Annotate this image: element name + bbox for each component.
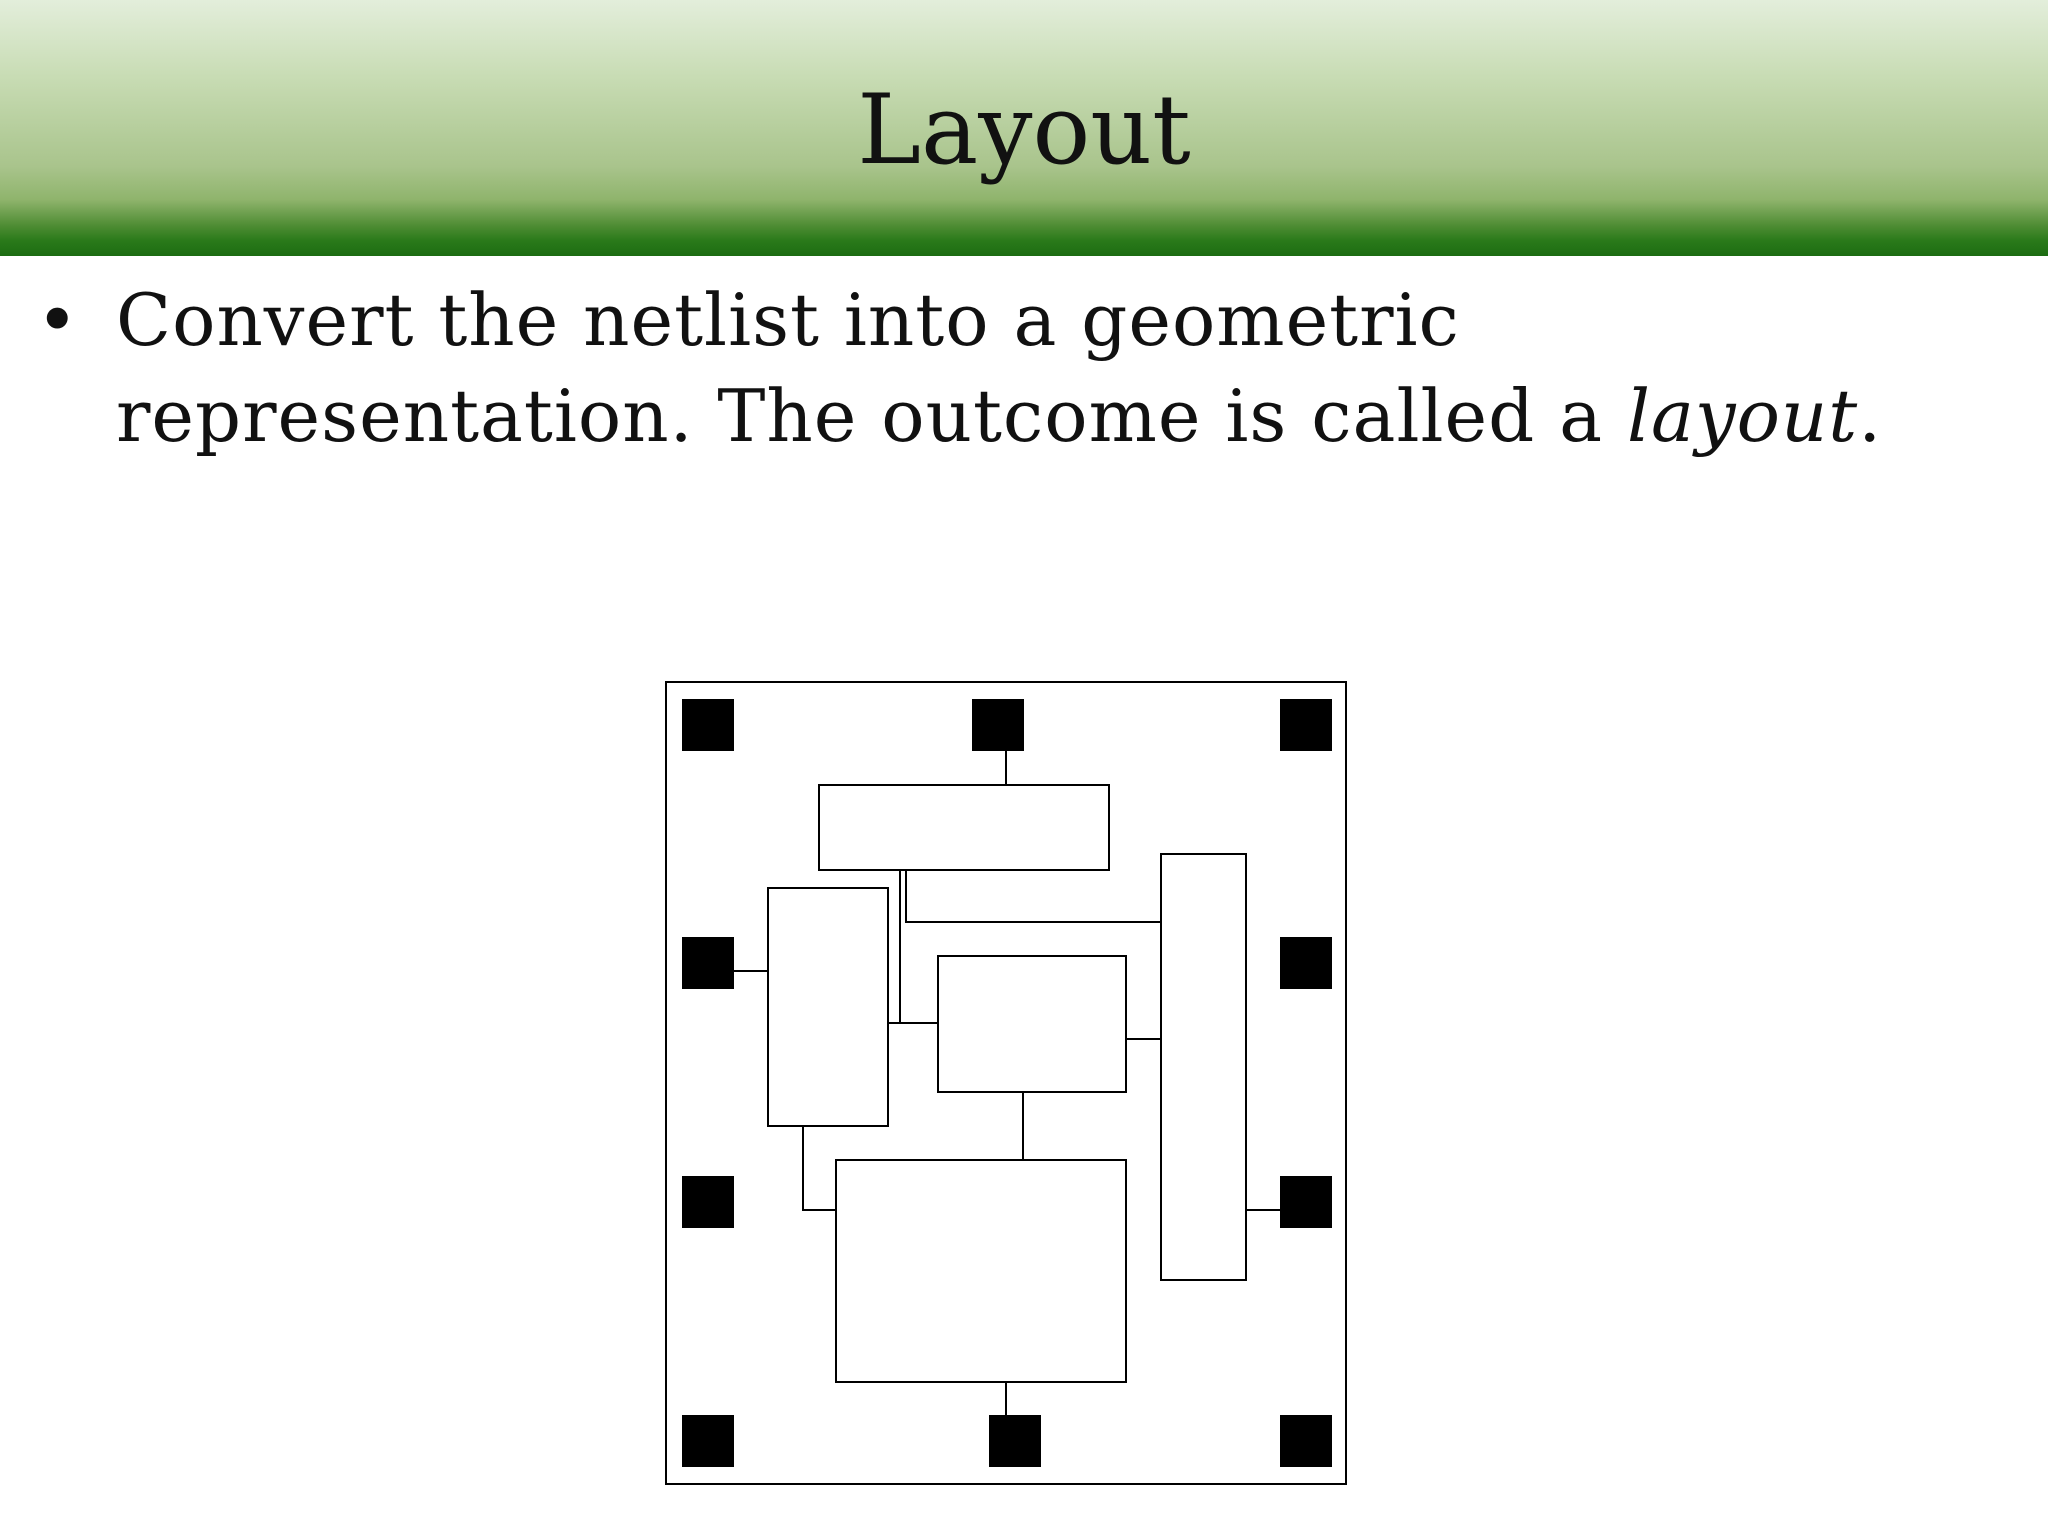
chip-outline [665,681,1347,1485]
layout-diagram-svg [665,681,1347,1485]
layout-diagram [664,680,1348,1486]
slide-title: Layout [857,74,1191,186]
io-pad-mid-left-lower [682,1176,734,1228]
io-pad-bottom-center [989,1415,1041,1467]
bullet-item: • Convert the netlist into a geometric r… [36,272,2016,464]
cell-block-bottom [835,1159,1127,1383]
io-pad-mid-right-upper [1280,937,1332,989]
io-pad-mid-right-lower [1280,1176,1332,1228]
cell-block-right [1160,853,1247,1281]
io-pad-top-left [682,699,734,751]
bullet-marker: • [36,278,79,362]
title-bar: Layout [0,0,2048,256]
io-pad-top-center [972,699,1024,751]
bullet-text: Convert the netlist into a geometric rep… [116,272,2016,464]
wire-top-block-to-right-block [905,870,1161,923]
io-pad-mid-left-upper [682,937,734,989]
cell-block-top [818,784,1110,871]
cell-block-center [937,955,1127,1093]
cell-block-left [767,887,889,1127]
bullet-text-main: Convert the netlist into a geometric rep… [116,278,1627,458]
io-pad-bottom-left [682,1415,734,1467]
bullet-text-end: . [1858,374,1883,458]
io-pad-bottom-right [1280,1415,1332,1467]
io-pad-top-right [1280,699,1332,751]
bullet-emphasis: layout [1626,374,1859,458]
wire-top-block-to-left-block [888,870,901,1024]
wire-left-block-to-bottom-block [802,1126,836,1211]
interconnect-wires [734,751,1280,1415]
